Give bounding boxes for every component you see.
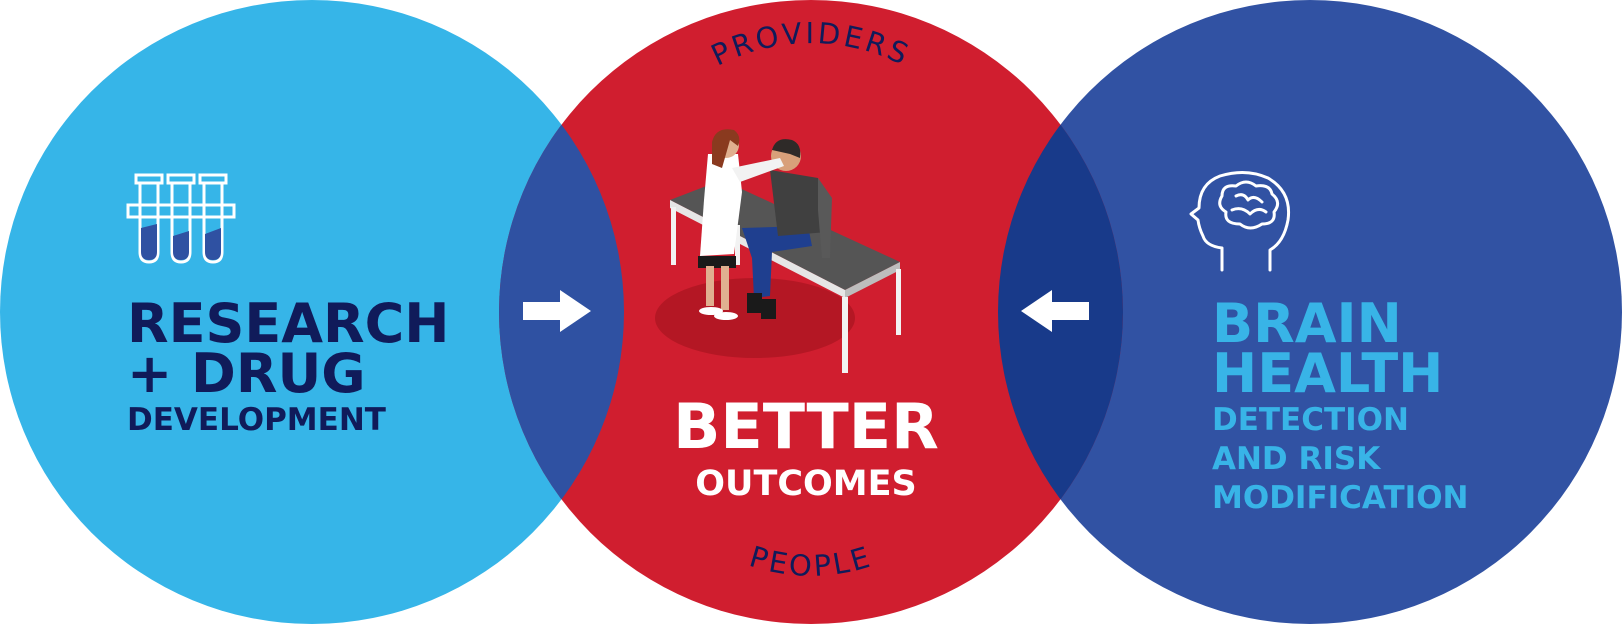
right-subtitle-line2: AND RISK <box>1212 441 1381 477</box>
right-subtitle-line3: MODIFICATION <box>1212 480 1469 516</box>
test-tubes-icon <box>126 173 236 264</box>
left-title-line1: RESEARCH <box>127 292 449 355</box>
brain-head-icon <box>1189 171 1291 272</box>
left-subtitle: DEVELOPMENT <box>127 402 386 438</box>
left-title-line2: + DRUG <box>127 342 366 405</box>
center-title: BETTER <box>673 390 939 463</box>
right-subtitle-line1: DETECTION <box>1212 402 1409 438</box>
arrow-right-icon <box>523 290 591 332</box>
center-subtitle: OUTCOMES <box>695 464 916 504</box>
left-circle <box>0 0 624 624</box>
right-title-line1: BRAIN <box>1212 292 1402 355</box>
doctor-patient-exam-icon <box>655 129 901 373</box>
arrow-left-icon <box>1021 290 1089 332</box>
right-circle <box>998 0 1622 624</box>
right-title-line2: HEALTH <box>1212 342 1443 405</box>
